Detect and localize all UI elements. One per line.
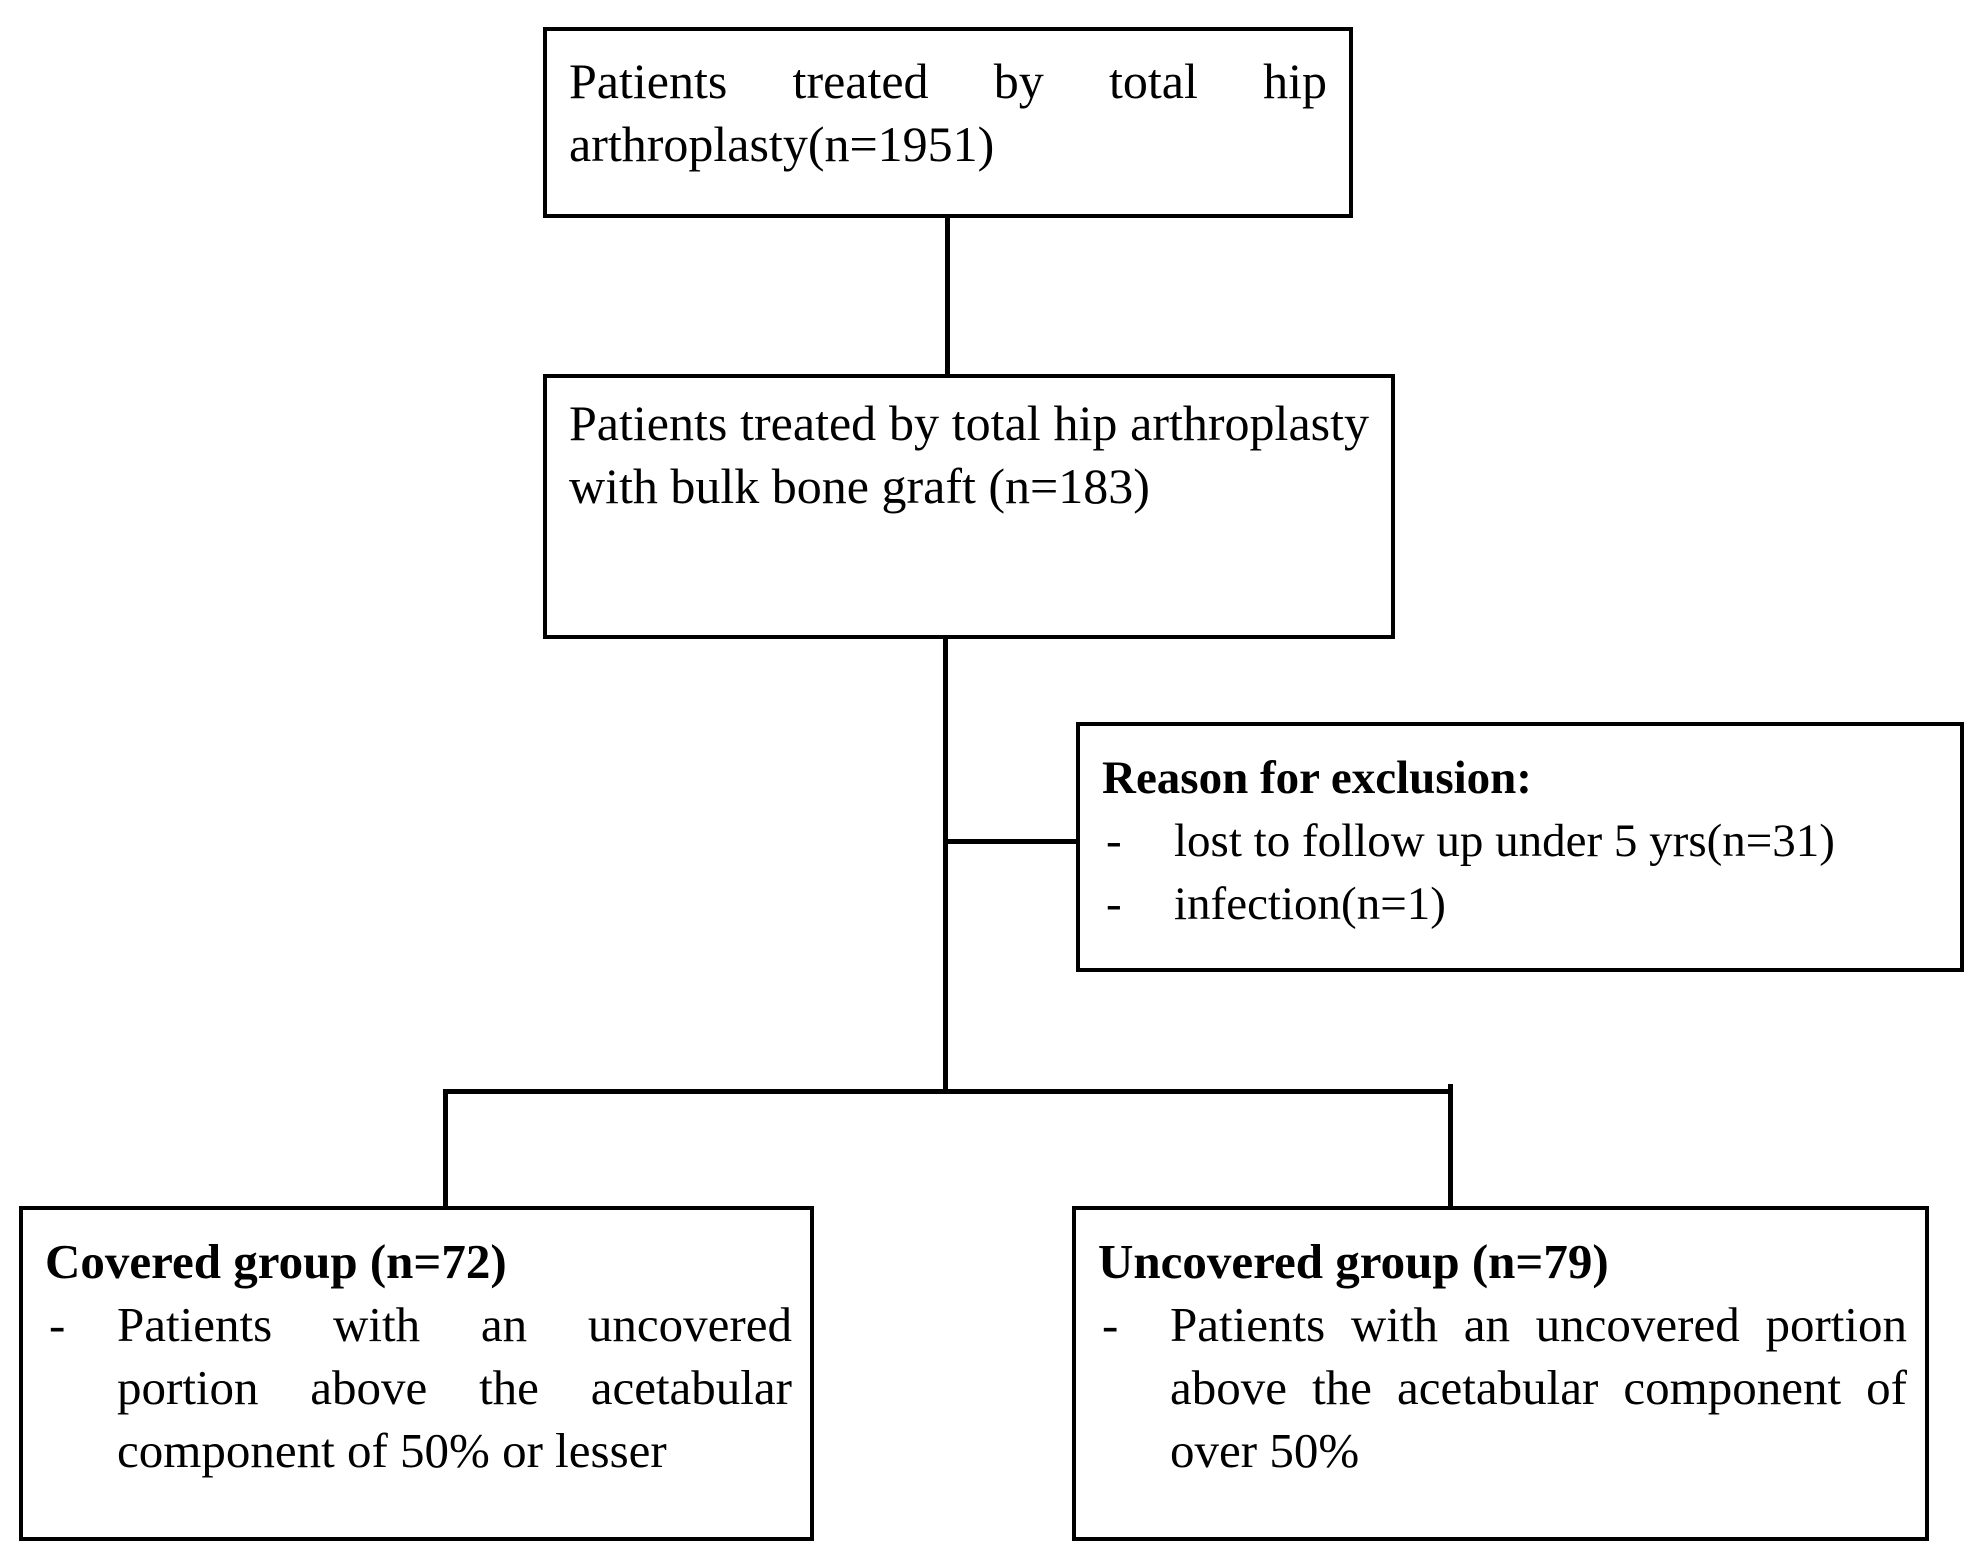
uncovered-group-text: Patients with an uncovered portion above… (1170, 1297, 1907, 1478)
covered-group-title: Covered group (n=72) (45, 1234, 507, 1289)
uncovered-group-title: Uncovered group (n=79) (1098, 1234, 1609, 1289)
bullet-dash: - (1106, 878, 1122, 930)
connector-to-uncovered (1448, 1084, 1453, 1206)
connector-main-trunk (943, 636, 948, 1094)
exclusion-item-text: lost to follow up under 5 yrs(n=31) (1174, 815, 1835, 867)
exclusion-item: - lost to follow up under 5 yrs(n=31) (1102, 810, 1942, 873)
box-exclusion-reasons: Reason for exclusion: - lost to follow u… (1076, 722, 1964, 972)
box-bulk-bone-graft: Patients treated by total hip arthroplas… (543, 374, 1395, 639)
exclusion-item-text: infection(n=1) (1174, 878, 1446, 930)
exclusion-item: - infection(n=1) (1102, 873, 1942, 936)
connector-box1-box2 (945, 215, 950, 377)
covered-group-text: Patients with an uncovered portion above… (117, 1297, 792, 1478)
connector-to-covered (443, 1089, 448, 1209)
covered-group-description: - Patients with an uncovered portion abo… (45, 1293, 792, 1482)
box-uncovered-group: Uncovered group (n=79) - Patients with a… (1072, 1206, 1929, 1541)
connector-horizontal-split (443, 1089, 1453, 1094)
box-covered-group: Covered group (n=72) - Patients with an … (19, 1206, 814, 1541)
connector-to-exclusion (943, 839, 1079, 844)
exclusion-title: Reason for exclusion: (1102, 752, 1532, 804)
box-total-hip-arthroplasty: Patients treated by total hip arthroplas… (543, 27, 1353, 218)
bullet-dash: - (1102, 1297, 1119, 1352)
box-total-hip-arthroplasty-text: Patients treated by total hip arthroplas… (569, 53, 1327, 172)
box-bulk-bone-graft-text: Patients treated by total hip arthroplas… (569, 395, 1369, 514)
bullet-dash: - (49, 1297, 66, 1352)
bullet-dash: - (1106, 815, 1122, 867)
uncovered-group-description: - Patients with an uncovered portion abo… (1098, 1293, 1907, 1482)
